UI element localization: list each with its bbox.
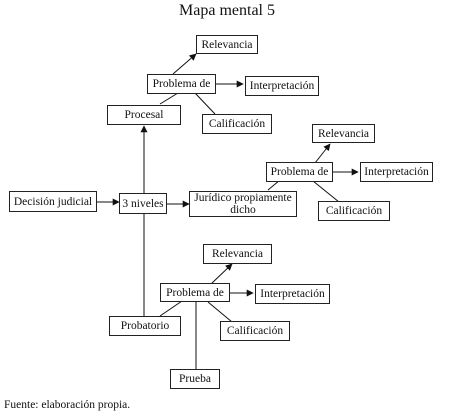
arrow-procesal-relevancia [172,53,197,75]
node-decision-judicial: Decisión judicial [9,191,97,212]
node-juridico-interpretacion: Interpretación [360,162,433,182]
node-3-niveles: 3 niveles [119,193,167,214]
source-note: Fuente: elaboración propia. [4,399,131,411]
diagram-title: Mapa mental 5 [179,2,275,19]
arrow-juridico-relevancia [314,143,331,164]
node-procesal-interpretacion: Interpretación [245,76,319,96]
node-juridico: Jurídico propiamente dicho [189,191,297,217]
node-procesal-relevancia: Relevancia [196,35,258,54]
node-prueba: Prueba [170,369,220,389]
node-procesal-problema: Problema de [147,74,216,94]
line-juridico-calificacion [312,180,340,203]
line-procesal-problema [159,92,179,105]
node-procesal-calificacion: Calificación [202,114,272,134]
node-juridico-calificacion: Calificación [318,201,390,221]
arrow-probatorio-relevancia [210,263,233,285]
node-probatorio: Probatorio [109,316,181,336]
node-procesal: Procesal [107,105,181,125]
node-probatorio-calificacion: Calificación [220,321,290,341]
node-juridico-problema: Problema de [266,162,333,182]
node-probatorio-relevancia: Relevancia [203,244,272,264]
line-procesal-calificacion [194,92,216,115]
node-probatorio-problema: Problema de [160,283,230,302]
line-probatorio-problema [159,300,183,317]
line-probatorio-calificacion [207,301,233,323]
node-juridico-relevancia: Relevancia [312,124,375,143]
node-probatorio-interpretacion: Interpretación [255,284,330,304]
